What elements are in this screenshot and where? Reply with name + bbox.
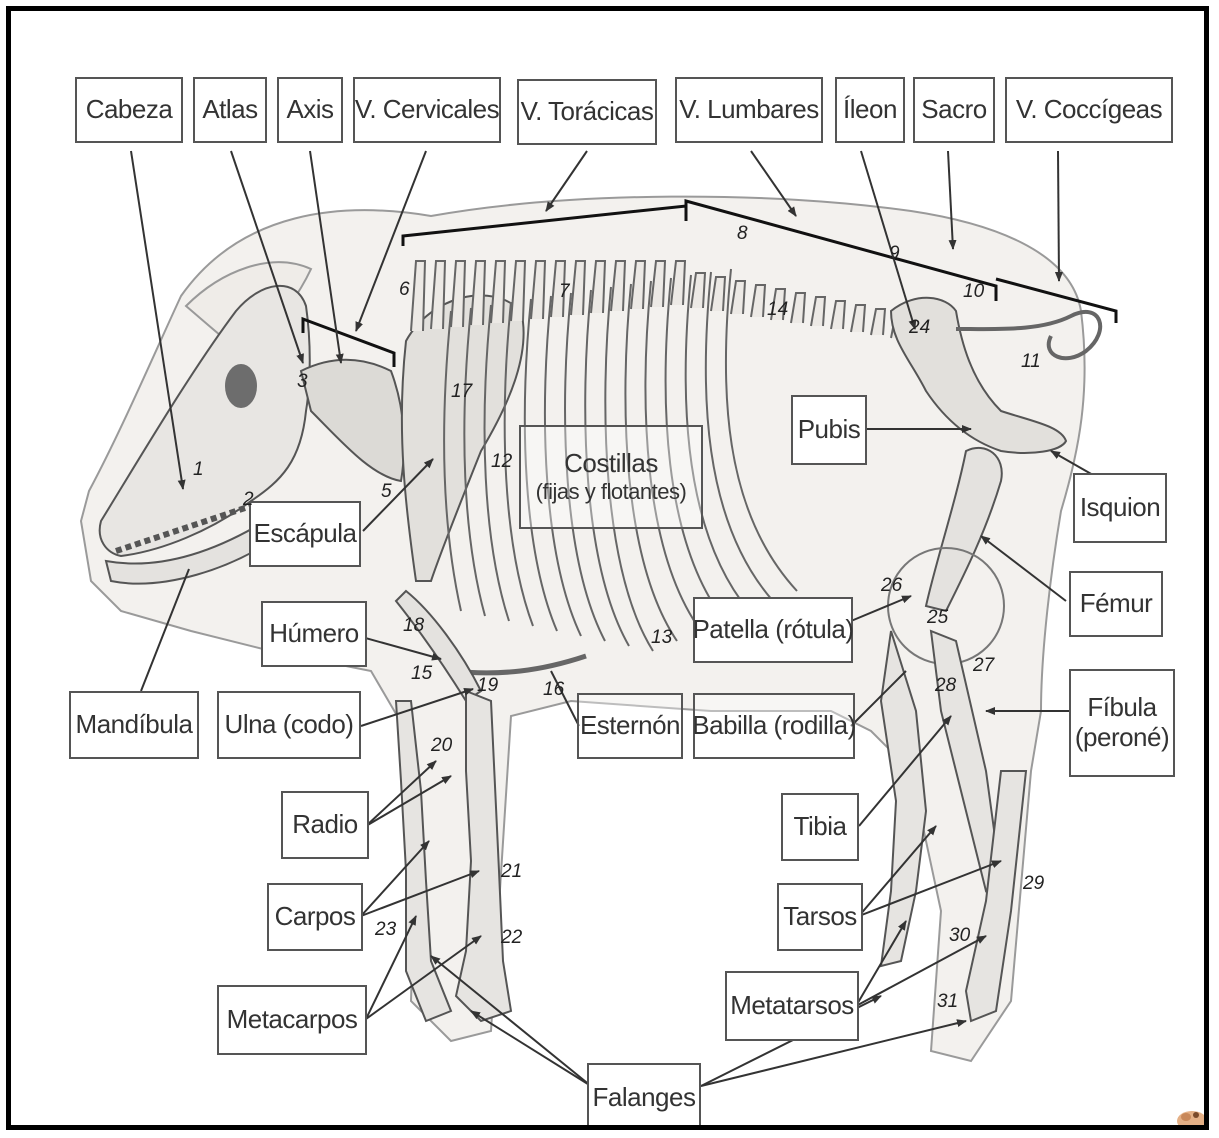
label-metacarpos: Metacarpos (217, 985, 367, 1055)
label-ileon: Íleon (835, 77, 905, 143)
bone-number-30: 30 (949, 925, 970, 947)
label-cabeza: Cabeza (75, 77, 183, 143)
label-carpos: Carpos (267, 883, 363, 951)
bone-number-15: 15 (411, 663, 432, 685)
label-axis: Axis (277, 77, 343, 143)
bone-number-19: 19 (477, 675, 498, 697)
bone-number-28: 28 (935, 675, 956, 697)
bone-number-16: 16 (543, 679, 564, 701)
label-mandibula: Mandíbula (69, 691, 199, 759)
label-sacro: Sacro (913, 77, 995, 143)
label-fibula-line1: Fíbula (1087, 693, 1156, 723)
bone-number-27: 27 (973, 655, 994, 677)
label-esternon: Esternón (577, 693, 683, 759)
bone-number-9: 9 (889, 243, 900, 265)
bone-number-20: 20 (431, 735, 452, 757)
label-fibula: Fíbula (peroné) (1069, 669, 1175, 777)
label-ulna: Ulna (codo) (217, 691, 361, 759)
label-babilla: Babilla (rodilla) (693, 693, 855, 759)
bone-number-22: 22 (501, 927, 522, 949)
bone-number-24: 24 (909, 317, 930, 339)
bone-number-6: 6 (399, 279, 410, 301)
label-patella: Patella (rótula) (693, 597, 853, 663)
label-tibia: Tibia (781, 793, 859, 861)
bone-number-8: 8 (737, 223, 748, 245)
label-humero: Húmero (261, 601, 367, 667)
bone-number-18: 18 (403, 615, 424, 637)
label-pubis: Pubis (791, 395, 867, 465)
label-tarsos: Tarsos (777, 883, 863, 951)
label-escapula: Escápula (249, 501, 361, 567)
bone-number-17: 17 (451, 381, 472, 403)
label-fibula-line2: (peroné) (1075, 723, 1169, 753)
label-v-cervicales: V. Cervicales (353, 77, 501, 143)
label-isquion: Isquion (1073, 473, 1167, 543)
bone-number-29: 29 (1023, 873, 1044, 895)
bone-number-21: 21 (501, 861, 522, 883)
label-femur: Fémur (1069, 571, 1163, 637)
label-v-lumbares: V. Lumbares (675, 77, 823, 143)
label-v-coccigeas: V. Coccígeas (1005, 77, 1173, 143)
bone-number-23: 23 (375, 919, 396, 941)
bone-number-3: 3 (297, 371, 308, 393)
cartoon-pig-icon (1172, 1099, 1208, 1129)
label-radio: Radio (281, 791, 369, 859)
label-v-toracicas: V. Torácicas (517, 79, 657, 145)
pig-skeleton-illustration (11, 11, 1209, 1130)
diagram-frame: Cabeza Atlas Axis V. Cervicales V. Torác… (6, 6, 1209, 1130)
label-costillas-line2: (fijas y flotantes) (536, 479, 687, 504)
bone-number-2: 2 (243, 489, 254, 511)
bone-number-7: 7 (559, 281, 570, 303)
bone-number-11: 11 (1021, 351, 1041, 373)
label-metatarsos: Metatarsos (725, 971, 859, 1041)
bone-number-5: 5 (381, 481, 392, 503)
bone-number-25: 25 (927, 607, 948, 629)
bone-number-31: 31 (937, 991, 958, 1013)
label-costillas: Costillas (fijas y flotantes) (519, 425, 703, 529)
bone-number-14: 14 (767, 299, 788, 321)
label-falanges: Falanges (587, 1063, 701, 1130)
bone-number-10: 10 (963, 281, 984, 303)
eye-orbit (225, 364, 257, 408)
bone-number-26: 26 (881, 575, 902, 597)
bone-number-13: 13 (651, 627, 672, 649)
label-atlas: Atlas (193, 77, 267, 143)
bone-number-12: 12 (491, 451, 512, 473)
label-costillas-line1: Costillas (564, 449, 658, 479)
bone-number-1: 1 (193, 459, 204, 481)
